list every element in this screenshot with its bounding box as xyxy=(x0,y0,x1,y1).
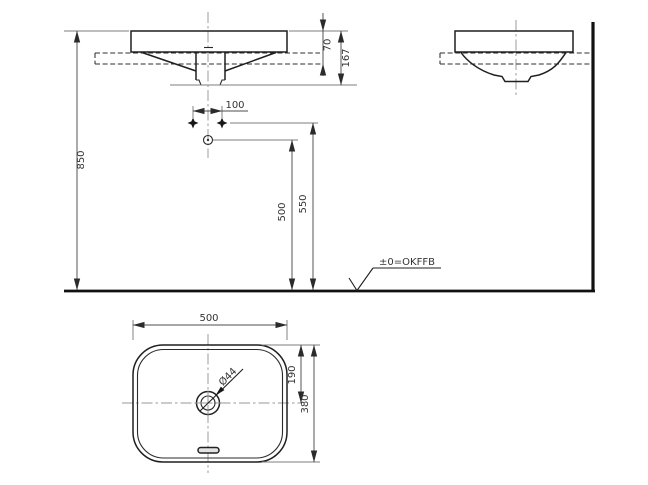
faucet-hole-marker-right xyxy=(216,117,228,129)
faucet-hole-marker-left xyxy=(187,117,199,129)
front-dimensions: 850 70 167 100 550 500 xyxy=(64,13,357,291)
dim-167: 167 xyxy=(341,48,352,67)
plan-dimensions: 500 190 380 xyxy=(132,313,320,463)
dim-drain-diameter: Ø44 xyxy=(216,365,239,388)
plan-basin-outer-rim xyxy=(132,344,288,463)
side-basin-bowl xyxy=(460,52,567,83)
drain-diameter-callout: Ø44 xyxy=(199,365,244,412)
plan-drain xyxy=(195,390,221,416)
front-basin-rim xyxy=(130,30,288,53)
dim-70: 70 xyxy=(323,39,334,52)
side-basin-rim xyxy=(454,30,574,53)
plan-basin-inner-rim xyxy=(136,348,284,459)
front-basin-bowl xyxy=(141,51,277,86)
plan-overflow-slot xyxy=(197,446,220,454)
dim-500-plan: 500 xyxy=(199,313,218,324)
leader-arrow-icon xyxy=(215,386,225,396)
floor-level-label: ±0=OKFFB xyxy=(379,257,435,268)
dim-380: 380 xyxy=(300,394,311,413)
floor-level-symbol: ±0=OKFFB xyxy=(348,257,441,292)
dim-500-front: 500 xyxy=(277,202,288,221)
dim-100: 100 xyxy=(225,100,244,111)
level-check-icon xyxy=(348,267,374,292)
front-counter-dashed xyxy=(94,52,322,65)
dim-190: 190 xyxy=(287,365,298,384)
dim-850: 850 xyxy=(76,150,87,169)
drain-outlet-marker xyxy=(202,134,214,146)
plan-view: Ø44 xyxy=(122,334,302,473)
dim-550: 550 xyxy=(298,194,309,213)
side-view xyxy=(439,20,595,290)
